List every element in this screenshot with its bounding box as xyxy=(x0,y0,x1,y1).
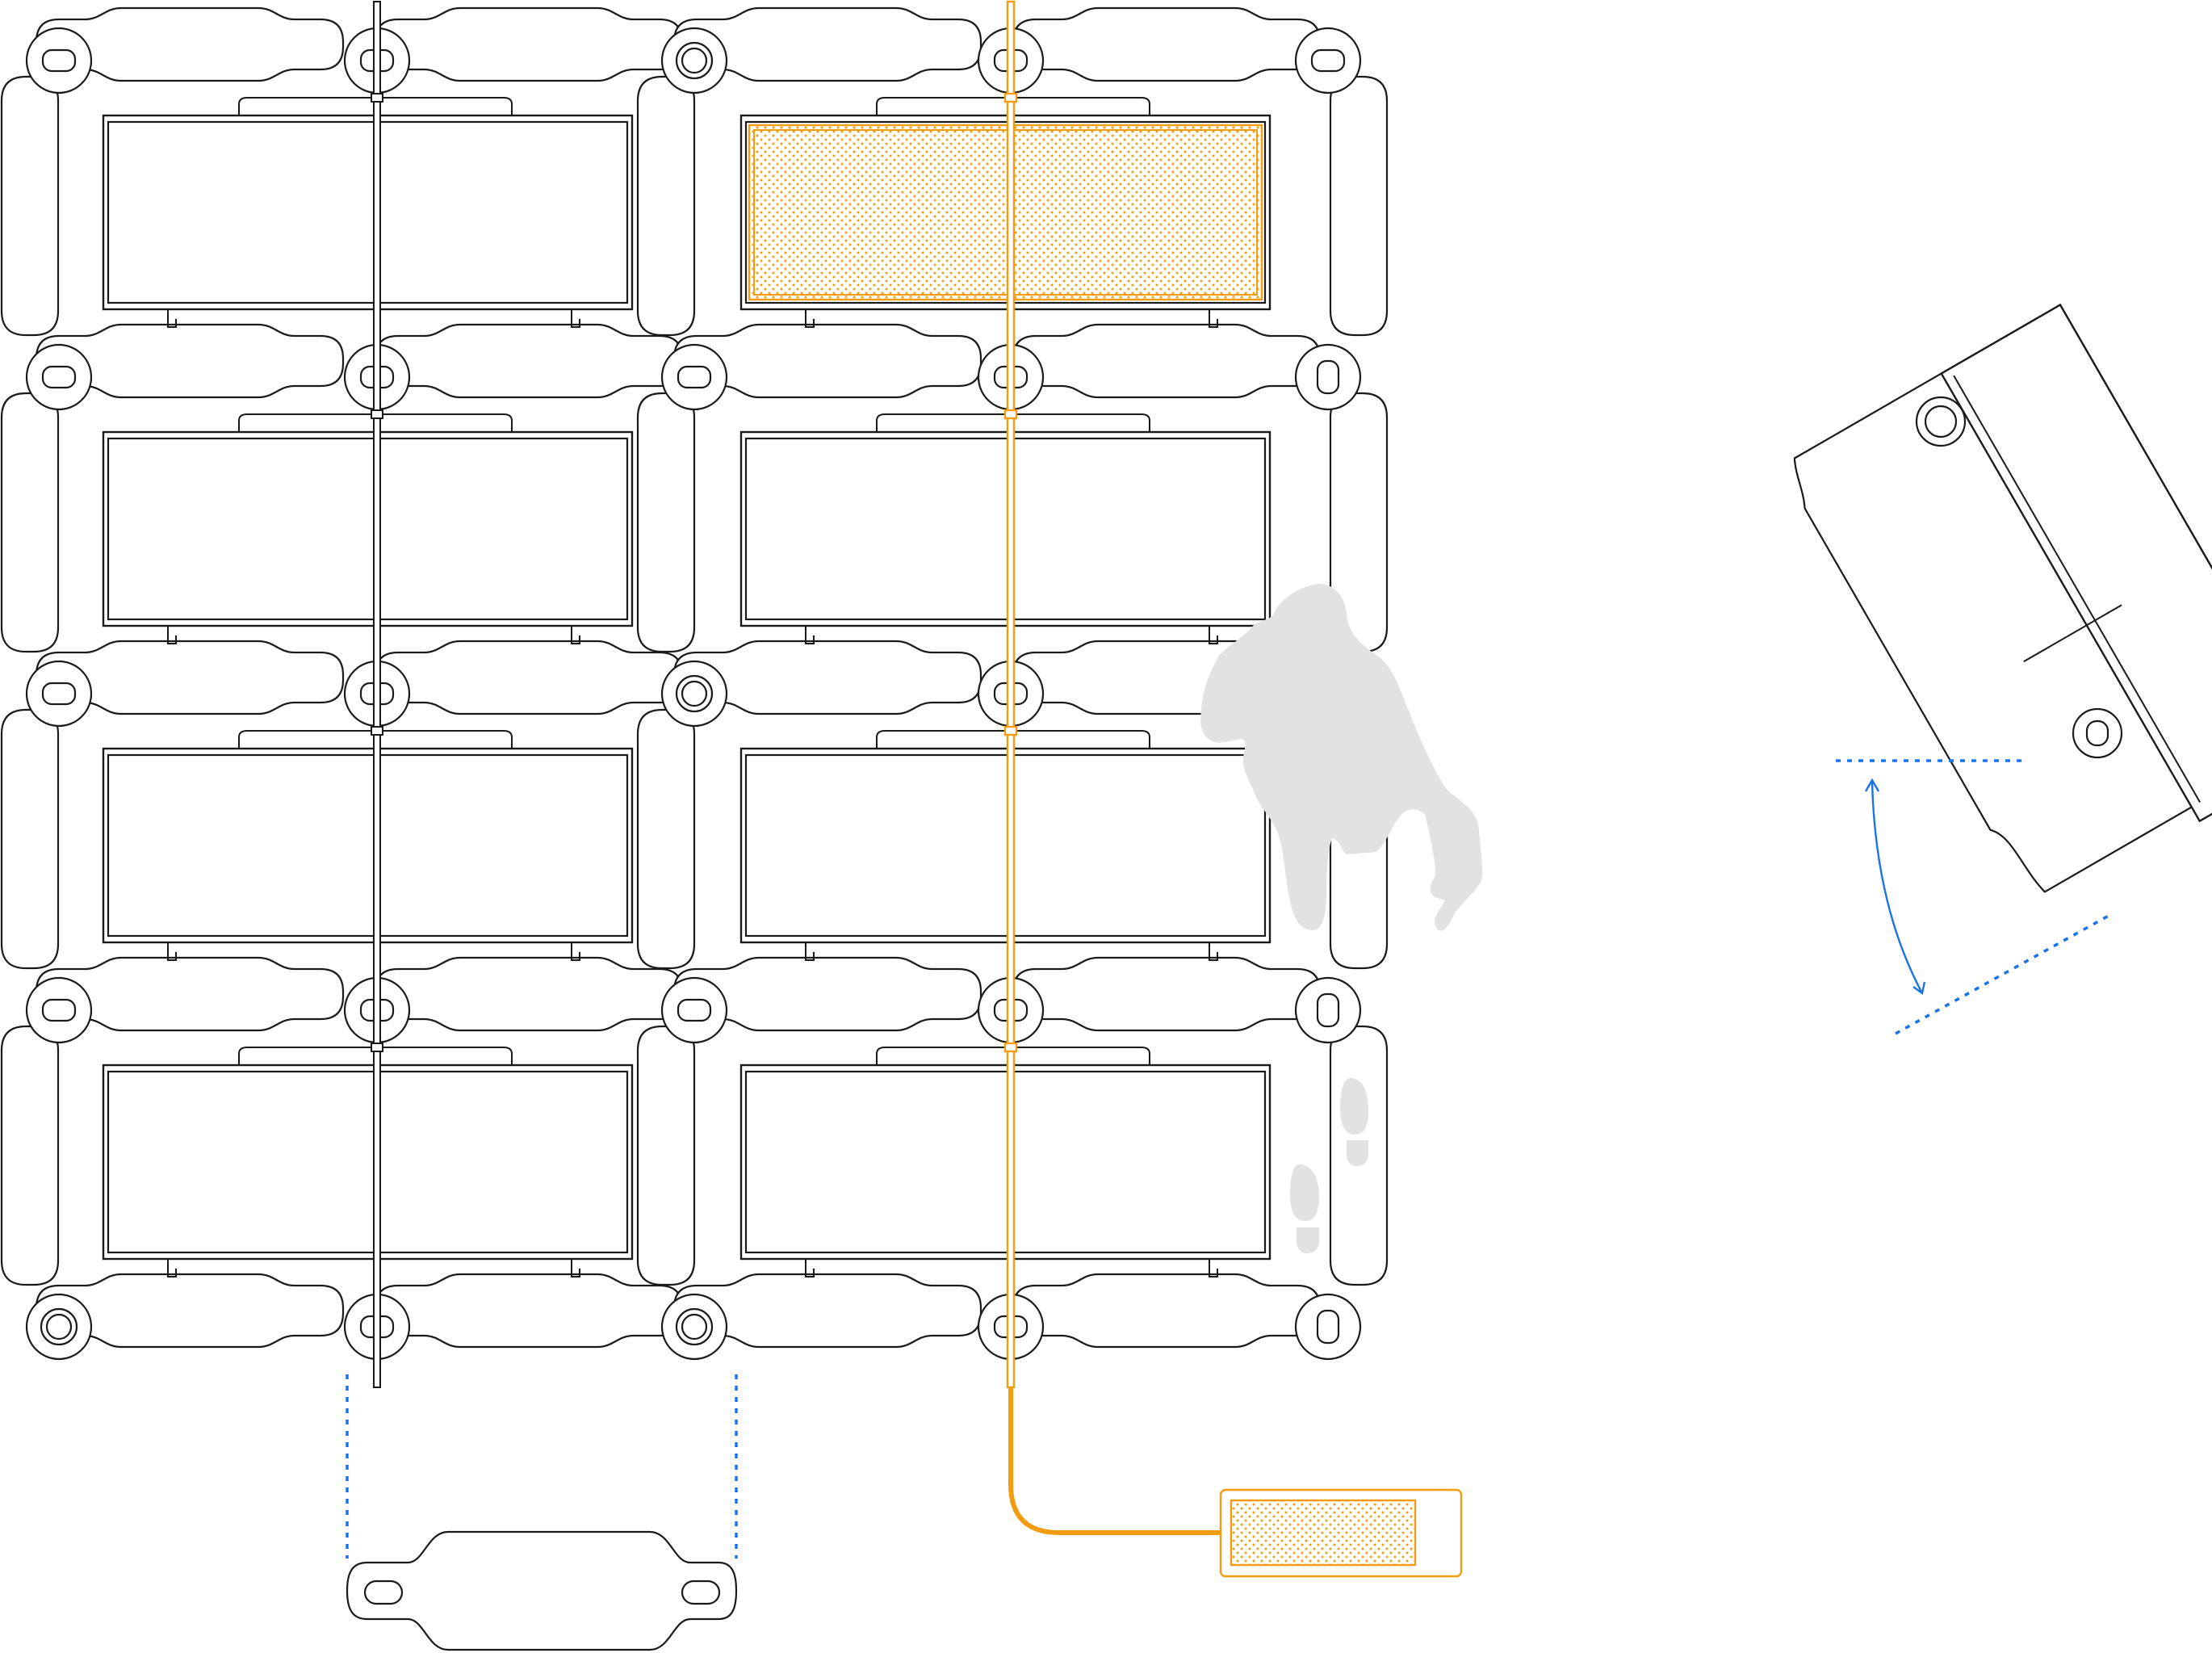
panel-clamp-r2-c2-1 xyxy=(805,626,815,644)
single-float-slot-right xyxy=(681,1580,721,1605)
panel-frame-inner-r2-c1 xyxy=(107,437,629,621)
side-float-left-row-4 xyxy=(0,1025,60,1286)
tilt-angle-detail xyxy=(1793,303,2212,1035)
middle-float-row-4 xyxy=(636,1025,696,1286)
connector-hole-inner-r3-3 xyxy=(681,680,708,707)
rail-lock-2-r3 xyxy=(1003,725,1018,736)
rail-lock-1-r2 xyxy=(371,409,383,419)
connector-slot-r5-5 xyxy=(1316,1309,1340,1345)
connector-hole-inner-r5-1 xyxy=(45,1313,73,1340)
side-float-left-row-3 xyxy=(0,708,60,970)
panel-frame-inner-r4-c2 xyxy=(744,1070,1267,1254)
single-float-slot-left xyxy=(363,1580,404,1605)
tilt-angle-arrow-bottom xyxy=(1912,981,1926,996)
tilted-frame xyxy=(1940,303,2212,823)
tilted-float-section xyxy=(1793,303,2212,893)
tilted-frame-inner-line xyxy=(1953,375,2201,803)
highlighted-panel-inner xyxy=(753,129,1258,296)
cross-float-r4-c2-b xyxy=(1012,956,1322,1032)
panel-clamp-r1-c2-1 xyxy=(805,309,815,328)
panel-frame-inner-r4-c1 xyxy=(107,1070,629,1254)
panel-frame-inner-r1-c1 xyxy=(107,120,629,304)
connector-slot-r3-1 xyxy=(41,682,77,706)
panel-frames xyxy=(102,97,1271,1278)
middle-float-row-2 xyxy=(636,392,696,653)
connector-rail-2 xyxy=(1006,0,1016,1389)
middle-float-row-1 xyxy=(636,75,696,337)
footprints-icon xyxy=(1290,1077,1368,1253)
panel-clamp-r2-c1-2 xyxy=(571,626,580,644)
rail-lock-2-r2 xyxy=(1003,409,1018,420)
middle-float-row-3 xyxy=(636,708,696,970)
cross-float-r4-c1-b xyxy=(374,956,684,1032)
footprint-upper xyxy=(1340,1077,1368,1135)
connector-slot-r4-1 xyxy=(41,998,77,1022)
connector-slot-r1-1 xyxy=(41,48,77,73)
single-float-detail xyxy=(346,1530,738,1651)
panel-clamp-r1-c2-2 xyxy=(1209,309,1218,328)
rail-lock-1-r1 xyxy=(371,93,383,103)
connector-slot-r4-3 xyxy=(677,998,712,1022)
panel-clamp-r4-c2-1 xyxy=(805,1259,815,1278)
footprint-lower-heel xyxy=(1297,1227,1319,1253)
side-float-left-row-2 xyxy=(0,392,60,653)
highlighted-panel xyxy=(748,124,1263,301)
panel-clamp-r4-c1-1 xyxy=(167,1259,177,1278)
connector-hole-inner-r5-3 xyxy=(681,1313,708,1340)
cross-float-r2-c2-b xyxy=(1012,323,1322,399)
tilted-hole-lower-slot xyxy=(2085,720,2109,747)
rail-lock-2-r4 xyxy=(1003,1042,1018,1053)
footprint-upper-heel xyxy=(1347,1140,1368,1166)
panel-frame-inner-r3-c2 xyxy=(744,753,1267,938)
angle-reference-tilted xyxy=(1895,914,2109,1035)
single-float-body xyxy=(346,1530,738,1651)
panel-clamp-r2-c1-1 xyxy=(167,626,177,644)
connector-slot-r1-5 xyxy=(1310,48,1346,73)
rail-lock-1-r3 xyxy=(371,726,383,736)
person-silhouette-shape xyxy=(1200,583,1483,931)
cross-float-r1-c1-b xyxy=(374,6,684,82)
panel-clamp-r1-c1-2 xyxy=(571,309,580,328)
rail-lock-2-r1 xyxy=(1003,92,1018,103)
connector-rail-1 xyxy=(373,1,381,1388)
person-silhouette-icon xyxy=(1200,583,1483,931)
panel-clamp-r4-c2-2 xyxy=(1209,1259,1218,1278)
panel-clamp-r3-c1-1 xyxy=(167,942,177,961)
cross-float-r2-c1-b xyxy=(374,323,684,399)
connector-slot-r2-3 xyxy=(677,365,712,389)
panel-clamp-r3-c2-2 xyxy=(1209,942,1218,961)
tilt-angle-arrow-top xyxy=(1864,778,1880,792)
panel-frame-inner-r3-c1 xyxy=(107,753,629,938)
float-bodies xyxy=(0,6,1389,1349)
cross-float-r5-c2-b xyxy=(1012,1273,1322,1349)
tilted-rail xyxy=(2023,604,2122,663)
callout-panel xyxy=(1230,1499,1417,1567)
cross-float-r1-c2-b xyxy=(1012,6,1322,82)
connector-slot-r2-5 xyxy=(1316,359,1340,395)
panel-clamp-r4-c1-2 xyxy=(571,1259,580,1278)
panel-frame-inner-r2-c2 xyxy=(744,437,1267,621)
rail-lock-1-r4 xyxy=(371,1043,383,1052)
connector-hole-inner-r1-3 xyxy=(681,47,708,74)
tilt-angle-icon xyxy=(1871,781,1923,992)
panel-clamp-r3-c2-1 xyxy=(805,942,815,961)
float-grid-assembly xyxy=(0,0,1389,1389)
panel-clamp-r2-c2-2 xyxy=(1209,626,1218,644)
connector-slot-r4-5 xyxy=(1316,992,1340,1028)
panel-clamp-r1-c1-1 xyxy=(167,309,177,328)
highlight-callout xyxy=(1008,1387,1463,1578)
cross-float-r3-c1-b xyxy=(374,640,684,715)
tilted-hole-upper-inner xyxy=(1924,405,1958,438)
panel-clamp-r3-c1-2 xyxy=(571,942,580,961)
side-float-right-row-1 xyxy=(1329,75,1389,337)
footprint-lower xyxy=(1290,1164,1319,1221)
callout-leader-line xyxy=(1008,1387,1221,1535)
side-float-left-row-1 xyxy=(0,75,60,337)
cross-float-r5-c1-b xyxy=(374,1273,684,1349)
connector-slot-r2-1 xyxy=(41,365,77,389)
